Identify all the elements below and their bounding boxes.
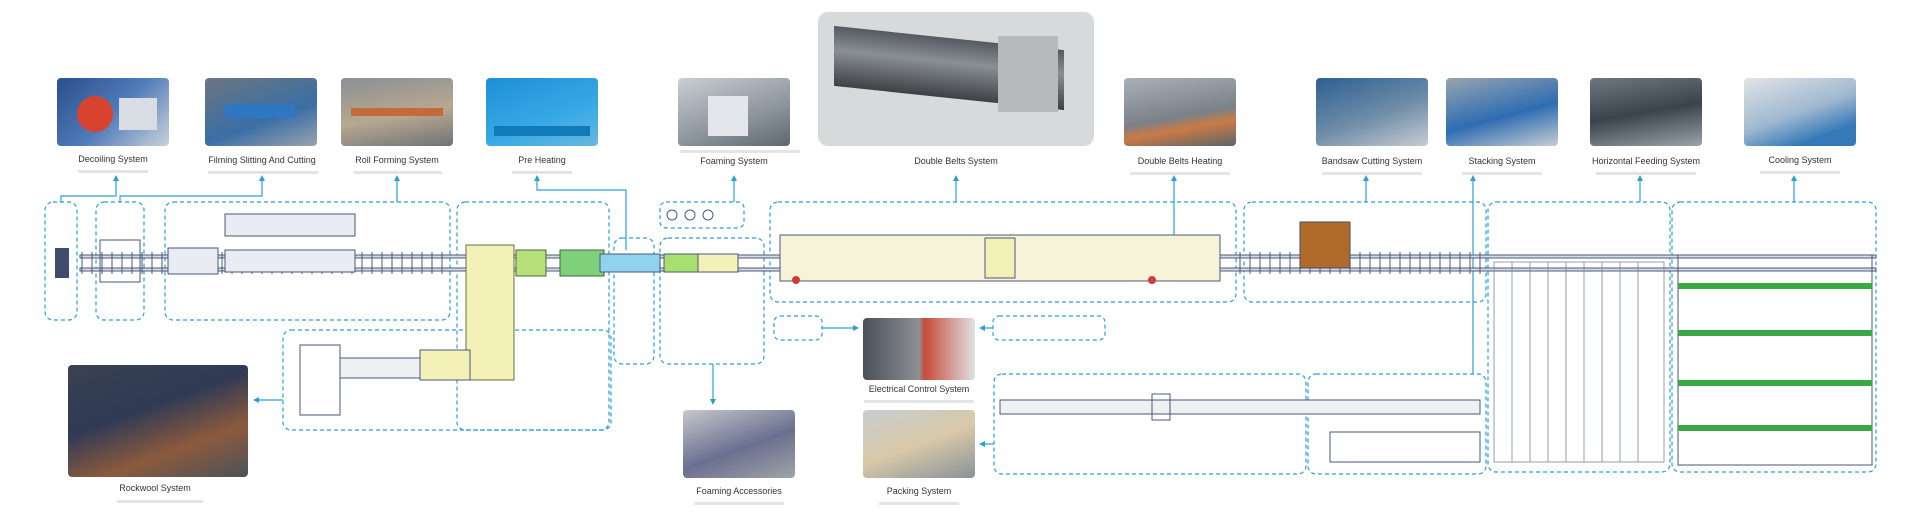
- packing-stack-box: [1307, 373, 1487, 475]
- pre-heating-underline: [512, 171, 572, 174]
- electrical-control-photo: [863, 318, 975, 380]
- horizontal-feeding-label: Horizontal Feeding System: [1591, 156, 1701, 166]
- decoiling-label: Decoiling System: [78, 154, 148, 164]
- double-belts-heating-label: Double Belts Heating: [1137, 156, 1223, 166]
- packing-line-box: [993, 373, 1307, 475]
- packing-underline: [879, 502, 959, 505]
- rockwool-label: Rockwool System: [119, 483, 191, 493]
- cooling-underline: [1760, 171, 1840, 174]
- cooling-box: [1671, 201, 1877, 473]
- pre-heating-box: [456, 201, 610, 431]
- roll-forming-label: Roll Forming System: [355, 155, 439, 165]
- packing-label: Packing System: [886, 486, 952, 496]
- packing-photo: [863, 410, 975, 478]
- foaming-accessories-photo: [683, 410, 795, 478]
- decoiler-unit: [55, 248, 69, 278]
- roll-forming-photo: [341, 78, 453, 146]
- pre-heating-connector: [534, 175, 627, 250]
- film-unit: [99, 239, 141, 283]
- filming-underline: [208, 171, 318, 174]
- foaming-label: Foaming System: [700, 156, 768, 166]
- decoiling-connector: [60, 175, 119, 202]
- decoiling-photo: [57, 78, 169, 146]
- stacking-underline: [1462, 172, 1542, 175]
- foaming-photo: [678, 78, 790, 146]
- filming-label: Filming Slitting And Cutting: [208, 155, 316, 165]
- foaming-head: [666, 209, 714, 221]
- bandsaw-photo: [1316, 78, 1428, 146]
- stacking-grid: [1493, 261, 1665, 463]
- double-belts-box: [769, 201, 1237, 303]
- foaming-box: [659, 237, 765, 365]
- electrical-control-underline: [864, 400, 974, 403]
- double-belts-press: [779, 234, 1221, 284]
- rockwool-underline: [117, 500, 203, 503]
- pre-heating-photo: [486, 78, 598, 146]
- bandsaw-unit: [1299, 221, 1351, 269]
- bandsaw-underline: [1322, 172, 1422, 175]
- heater-box: [613, 237, 655, 365]
- control-box-a: [773, 315, 823, 341]
- double-belts-label: Double Belts System: [914, 156, 998, 166]
- packing-line: [999, 393, 1481, 463]
- foaming-accessories-label: Foaming Accessories: [696, 486, 782, 496]
- roll-forming-box: [164, 201, 451, 321]
- stacking-box: [1487, 201, 1671, 473]
- rockwool-line: [299, 344, 471, 416]
- foaming-head-box: [659, 201, 745, 229]
- horizontal-feeding-photo: [1590, 78, 1702, 146]
- filming-connector: [119, 175, 265, 202]
- double-belts-photo: [818, 12, 1094, 146]
- double-belts-heating-underline: [1130, 172, 1230, 175]
- foaming-accessories-underline: [694, 502, 784, 505]
- cooling-rack: [1677, 254, 1873, 466]
- horizontal-feeding-underline: [1596, 172, 1696, 175]
- roll-forming-stations: [167, 213, 356, 275]
- control-box-b: [992, 315, 1106, 341]
- rockwool-photo: [68, 365, 248, 477]
- decoiling-underline: [78, 170, 148, 173]
- stacking-label: Stacking System: [1468, 156, 1536, 166]
- cooling-photo: [1744, 78, 1856, 146]
- rockwool-line-box: [282, 329, 612, 431]
- double-belts-heating-photo: [1124, 78, 1236, 146]
- filming-photo: [205, 78, 317, 146]
- cooling-label: Cooling System: [1768, 155, 1832, 165]
- bandsaw-label: Bandsaw Cutting System: [1321, 156, 1423, 166]
- stacking-photo: [1446, 78, 1558, 146]
- filming-box: [95, 201, 145, 321]
- pre-heating-label: Pre Heating: [518, 155, 566, 165]
- pre-heating-units: [465, 244, 739, 381]
- bandsaw-box: [1243, 201, 1487, 303]
- roll-forming-underline: [354, 171, 442, 174]
- foaming-underline: [680, 150, 800, 153]
- electrical-control-label: Electrical Control System: [868, 384, 970, 394]
